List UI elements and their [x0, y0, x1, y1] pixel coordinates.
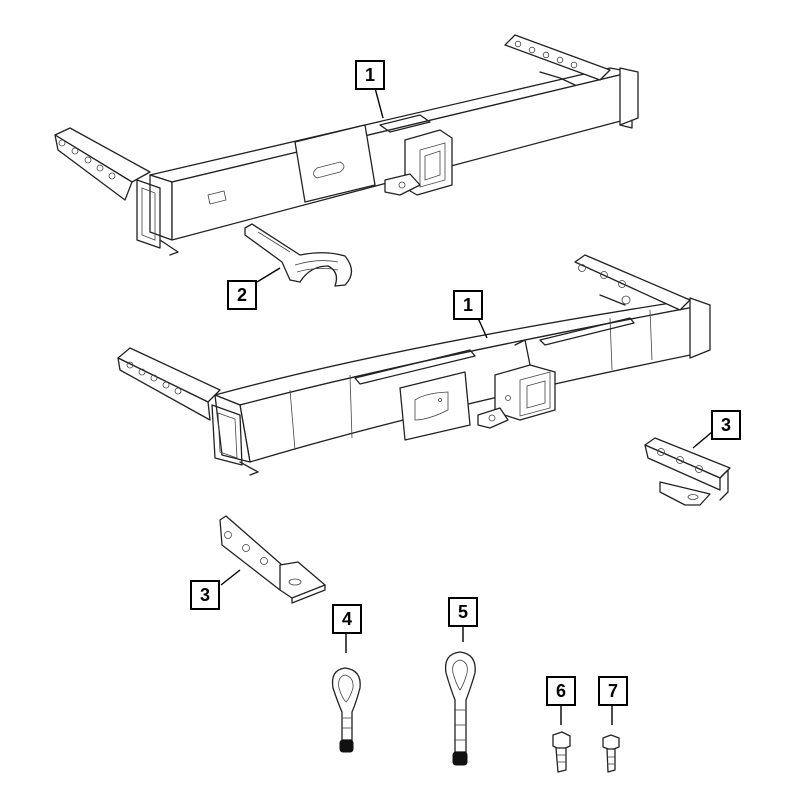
callout-3-left: 3: [190, 580, 220, 610]
hitch-receiver-upper: [54, 34, 639, 256]
callout-6: 6: [546, 676, 576, 706]
callout-7: 7: [598, 676, 628, 706]
hitch-receiver-lower: [117, 254, 711, 476]
callout-1-lower: 1: [453, 290, 483, 320]
bolt-a: [552, 731, 571, 773]
bolt-b: [602, 734, 620, 773]
leader-lines: [220, 87, 713, 725]
tow-eye-long: [444, 651, 476, 766]
callout-2: 2: [227, 280, 257, 310]
callout-4: 4: [332, 604, 362, 634]
tow-eye-short: [331, 667, 361, 753]
callout-3-right: 3: [711, 410, 741, 440]
bracket-left: [219, 515, 326, 604]
bracket-right: [644, 437, 731, 506]
callout-5: 5: [448, 597, 478, 627]
tow-hook: [244, 223, 353, 287]
callout-1-upper: 1: [355, 60, 385, 90]
